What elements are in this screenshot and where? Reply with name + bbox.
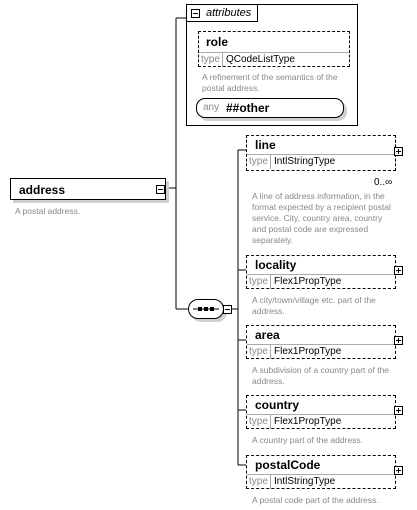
element-name: postalCode [255, 458, 321, 472]
type-value: Flex1PropType [274, 416, 342, 427]
element-name: line [255, 138, 276, 152]
type-value: Flex1PropType [274, 276, 342, 287]
type-key: type [201, 54, 220, 65]
collapse-icon[interactable] [223, 305, 232, 314]
expand-icon[interactable] [394, 147, 403, 156]
expand-icon[interactable] [394, 266, 403, 275]
child-element-locality[interactable]: locality type Flex1PropType [246, 255, 396, 289]
root-element-description: A postal address. [15, 206, 81, 216]
child-element-country[interactable]: country type Flex1PropType [246, 395, 396, 429]
type-key: type [249, 276, 268, 287]
child-element-area[interactable]: area type Flex1PropType [246, 325, 396, 359]
type-key: type [249, 156, 268, 167]
attribute-role-description: A refinement of the semantics of the pos… [202, 72, 338, 93]
expand-icon[interactable] [394, 406, 403, 415]
type-value: Flex1PropType [274, 346, 342, 357]
root-element-name: address [19, 183, 66, 197]
element-name: locality [255, 258, 297, 272]
element-description: A city/town/village etc. part of the add… [252, 295, 376, 316]
expand-icon[interactable] [394, 336, 403, 345]
sequence-icon [193, 307, 219, 311]
element-name: area [255, 328, 280, 342]
collapse-icon[interactable] [191, 9, 200, 18]
any-attribute[interactable]: any ##other [196, 98, 344, 118]
element-description: A line of address information, in the fo… [252, 191, 391, 245]
type-key: type [249, 346, 268, 357]
attributes-header-tab: attributes [186, 4, 258, 22]
element-description: A subdivision of a country part of the a… [252, 365, 390, 386]
type-key: type [249, 416, 268, 427]
root-element-address[interactable]: address [10, 178, 166, 200]
expand-icon[interactable] [394, 466, 403, 475]
type-value: IntlStringType [274, 156, 336, 167]
type-value: IntlStringType [274, 476, 336, 487]
any-value: ##other [226, 101, 270, 115]
attribute-name: role [206, 35, 229, 49]
collapse-icon[interactable] [156, 185, 165, 194]
type-key: type [249, 476, 268, 487]
element-description: A country part of the address. [252, 435, 364, 445]
child-element-line[interactable]: line type IntlStringType [246, 135, 396, 171]
element-description: A postal code part of the address. [252, 495, 379, 505]
attribute-role[interactable]: role type QCodeListType [198, 31, 350, 67]
element-name: country [255, 398, 300, 412]
type-value: QCodeListType [226, 54, 295, 65]
child-element-postalcode[interactable]: postalCode type IntlStringType [246, 455, 396, 489]
sequence-compositor[interactable] [188, 299, 224, 319]
occurrence-label: 0..∞ [374, 177, 393, 188]
attributes-header-label: attributes [206, 7, 252, 19]
any-key: any [203, 102, 220, 113]
